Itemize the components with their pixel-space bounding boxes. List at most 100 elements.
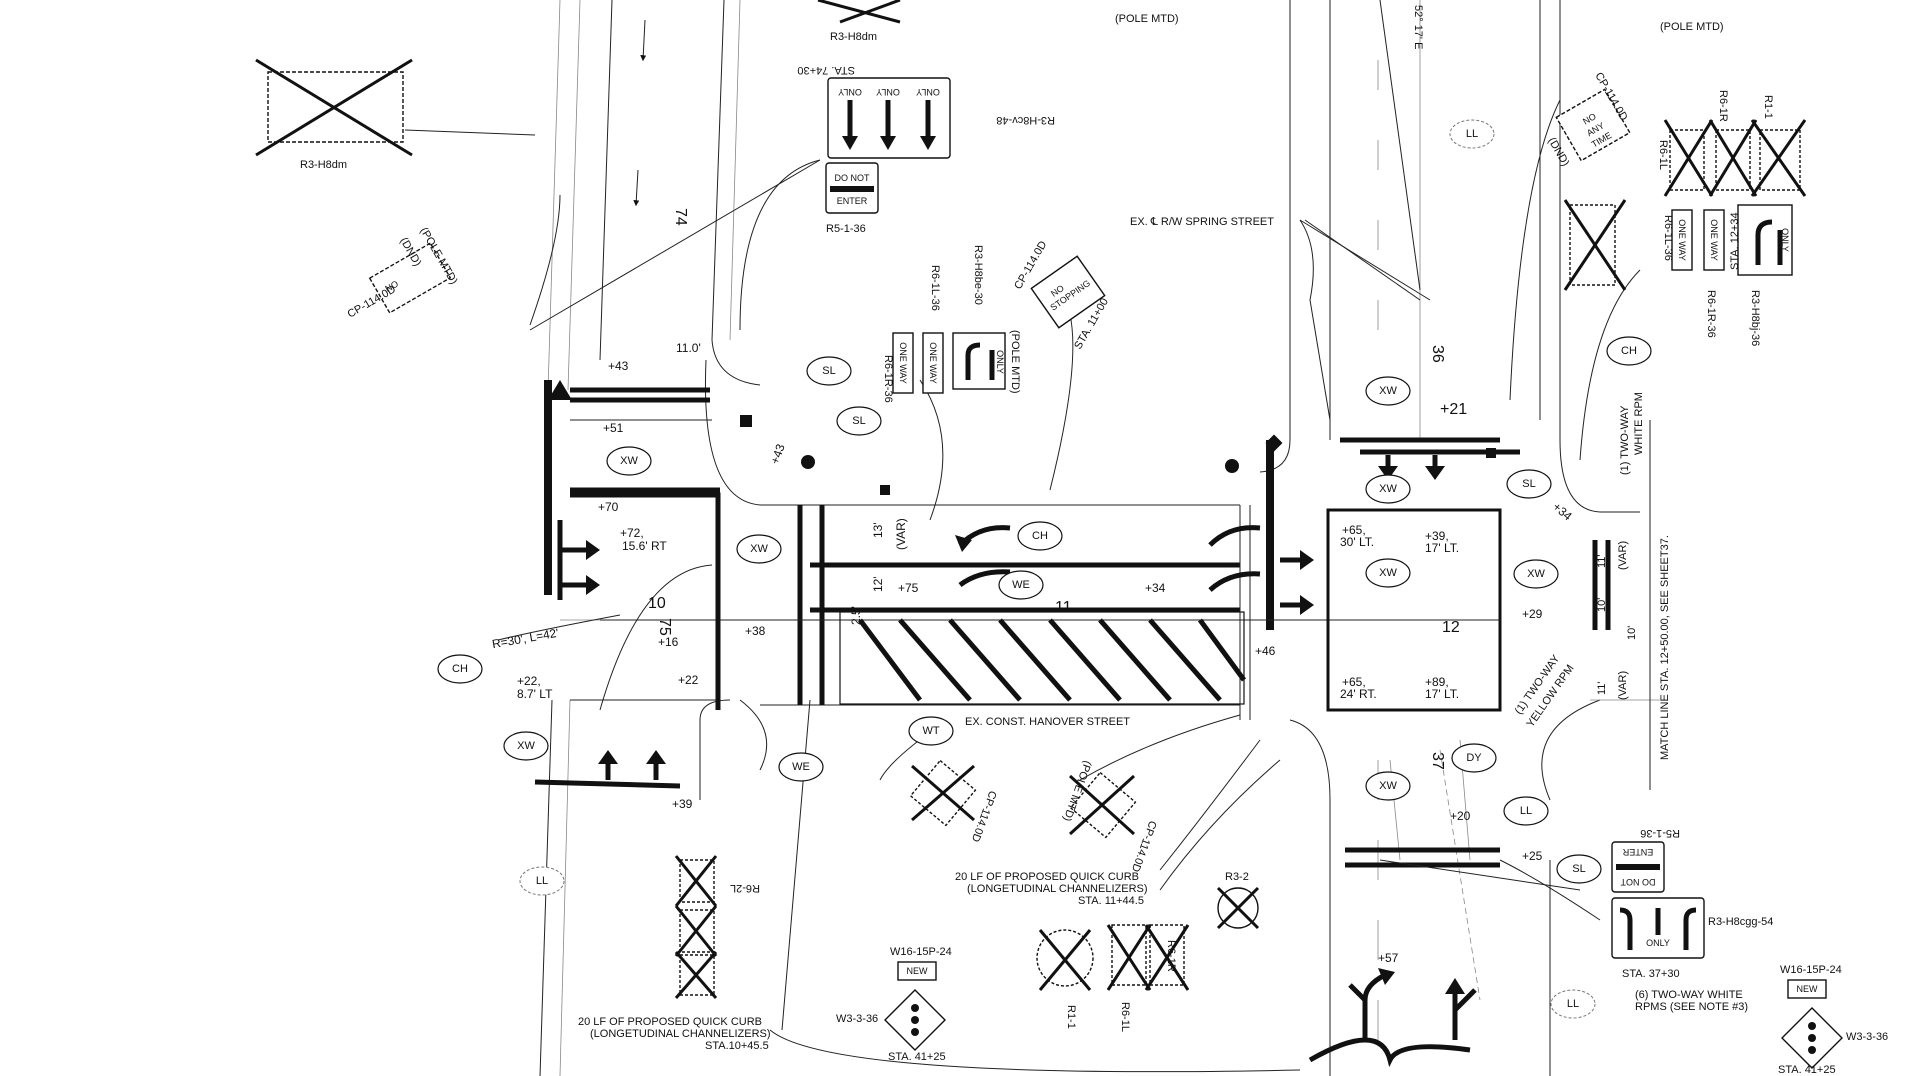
sign-code: W3-3-36 xyxy=(836,1013,878,1025)
bubble-xw: XW xyxy=(620,455,638,467)
bubble-ch: CH xyxy=(452,663,468,675)
bearing-label: 52° 17' E xyxy=(1412,5,1424,49)
bubble-wt: WT xyxy=(922,725,939,737)
dim-10-right: 10' xyxy=(1596,598,1608,612)
svg-text:+70: +70 xyxy=(598,500,619,514)
sign-code: R3-H8dm xyxy=(300,159,347,171)
sign-text: NEW xyxy=(1797,984,1819,994)
sta-tick-10: 10 xyxy=(648,595,666,612)
station-label: STA. 37+30 xyxy=(1622,968,1680,980)
sign-text: ONE WAY xyxy=(928,342,938,384)
sign-code: R6-1R xyxy=(1717,90,1729,122)
svg-text:12': 12' xyxy=(871,576,885,592)
sta-tick-37: 37 xyxy=(1429,752,1446,770)
sign-r5-1-36: DO NOT ENTER R5-1-36 xyxy=(825,162,879,235)
svg-text:+75: +75 xyxy=(898,581,919,595)
sign-code: R6-2L xyxy=(730,882,760,894)
bubble-ll: LL xyxy=(1520,805,1532,817)
sta-tick-75: 75 xyxy=(656,618,673,636)
pavement-arrows xyxy=(548,380,1477,1068)
sign-r6-1l-r6-1r-center: ONE WAY ONE WAY R6-1R-36 R6-1L-36 xyxy=(882,265,944,403)
sign-code: R3-2 xyxy=(1225,871,1249,883)
sign-text: ONLY xyxy=(1780,228,1790,252)
dim-11-right-2: 11' xyxy=(1596,681,1608,695)
bubble-xw: XW xyxy=(517,740,535,752)
match-line-label: MATCH LINE STA. 12+50.00, SEE SHEET37. xyxy=(1659,535,1671,760)
svg-text:+21: +21 xyxy=(1440,401,1467,418)
svg-text:11.0': 11.0' xyxy=(676,341,701,355)
pole-mtd-label: (POLE MTD) xyxy=(1009,330,1021,394)
sta-tick-12: 12 xyxy=(1442,619,1460,636)
svg-text:+39,: +39, xyxy=(1425,529,1449,543)
right-intersection-box xyxy=(1326,508,1502,712)
station-label: STA. 12+34 xyxy=(1729,212,1741,270)
sign-w3-3-36-left: W16-15P-24 NEW W3-3-36 STA. 41+25 xyxy=(836,946,952,1063)
signs-bottom-center-xed: R1-1 R6-1L R6-1R R3-2 xyxy=(1036,871,1260,1032)
rpm-white-right-1: (1) TWO-WAY xyxy=(1619,405,1631,475)
svg-text:+65,: +65, xyxy=(1342,675,1366,689)
sign-lane-use-74-30: ONLY ONLY ONLY STA. 74+30 xyxy=(797,64,951,159)
dim-11-right: 11' xyxy=(1596,554,1608,568)
bubble-xw: XW xyxy=(750,543,768,555)
bubble-we: WE xyxy=(1012,579,1030,591)
svg-text:13': 13' xyxy=(871,522,885,538)
sign-only-3: ONLY xyxy=(916,87,940,97)
svg-text:+57: +57 xyxy=(1378,951,1399,965)
bubble-sl: SL xyxy=(822,365,835,377)
sign-code: R3-H8bj-36 xyxy=(1749,290,1761,346)
sign-text: ONE WAY xyxy=(1709,219,1719,261)
sign-text: NEW xyxy=(907,966,929,976)
dnd-label: (DND) xyxy=(1545,136,1571,169)
station-label: STA. 41+25 xyxy=(888,1051,946,1063)
svg-text:+51: +51 xyxy=(603,421,624,435)
sign-w3-3-36-right: NEW W16-15P-24 W3-3-36 STA. 41+25 xyxy=(1778,964,1888,1076)
station-label: STA. 41+25 xyxy=(1778,1064,1836,1076)
sign-text: ONLY xyxy=(995,350,1005,374)
svg-text:+43: +43 xyxy=(608,359,629,373)
sign-code-r3-h8cv: R3-H8cv-48 xyxy=(996,114,1055,126)
spring-street-label: EX. ℄ R/W SPRING STREET xyxy=(1130,216,1274,228)
radius-label: R=30', L=42' xyxy=(491,626,560,651)
bubble-sl: SL xyxy=(1572,863,1585,875)
svg-text:+39: +39 xyxy=(672,797,693,811)
sign-text: DO NOT xyxy=(835,173,871,183)
sign-text: ONE WAY xyxy=(898,342,908,384)
svg-text:+65,: +65, xyxy=(1342,523,1366,537)
sign-code: R6-1R-36 xyxy=(1705,290,1717,338)
sign-text: DO NOT xyxy=(1620,877,1656,887)
svg-text:(VAR): (VAR) xyxy=(894,518,908,550)
dim-var-right: (VAR) xyxy=(1617,541,1629,570)
sign-r3-h8cgg-54: ONLY R3-H8cgg-54 STA. 37+30 xyxy=(1611,897,1773,980)
sign-code: R3-H8dm xyxy=(830,31,877,43)
hanover-street-label: EX. CONST. HANOVER STREET xyxy=(965,716,1130,728)
sign-code: R1-1 xyxy=(1065,1005,1077,1029)
sign-r3-h8be-30: ONLY R3-H8be-30 (POLE MTD) xyxy=(952,245,1021,394)
bubble-ll: LL xyxy=(1466,128,1478,140)
sign-code: R5-1-36 xyxy=(826,223,866,235)
svg-text:+25: +25 xyxy=(1522,849,1543,863)
sign-only-1: ONLY xyxy=(838,87,862,97)
curb-note-center-1: 20 LF OF PROPOSED QUICK CURB xyxy=(955,871,1139,883)
bubble-sl: SL xyxy=(1522,478,1535,490)
sign-code: R1-1 xyxy=(1762,95,1774,119)
sign-code: R5-1-36 xyxy=(1640,827,1680,839)
hatched-median-island xyxy=(839,611,1247,705)
station-label: STA. 74+30 xyxy=(797,64,855,76)
sign-code: CP-114.0D xyxy=(1129,819,1159,874)
svg-text:8.7' LT: 8.7' LT xyxy=(517,687,553,701)
sign-r5-1-36-right: DO NOT ENTER R5-1-36 xyxy=(1611,827,1680,893)
bubble-sl: SL xyxy=(852,415,865,427)
rpm-white-right-2: WHITE RPM xyxy=(1633,392,1645,455)
sign-code: R6-1L xyxy=(1119,1002,1131,1032)
svg-text:+38: +38 xyxy=(745,624,766,638)
sign-text: ONLY xyxy=(1646,938,1670,948)
svg-text:+72,: +72, xyxy=(620,526,644,540)
bubble-we: WE xyxy=(792,761,810,773)
bubble-xw: XW xyxy=(1379,780,1397,792)
curb-note-center-3: STA. 11+44.5 xyxy=(1078,895,1144,907)
sign-only-2: ONLY xyxy=(876,87,900,97)
sign-code: W3-3-36 xyxy=(1846,1031,1888,1043)
svg-text:15.6' RT: 15.6' RT xyxy=(622,539,667,553)
svg-text:+34: +34 xyxy=(1145,581,1166,595)
pole-mtd-top-right: (POLE MTD) xyxy=(1660,21,1724,33)
